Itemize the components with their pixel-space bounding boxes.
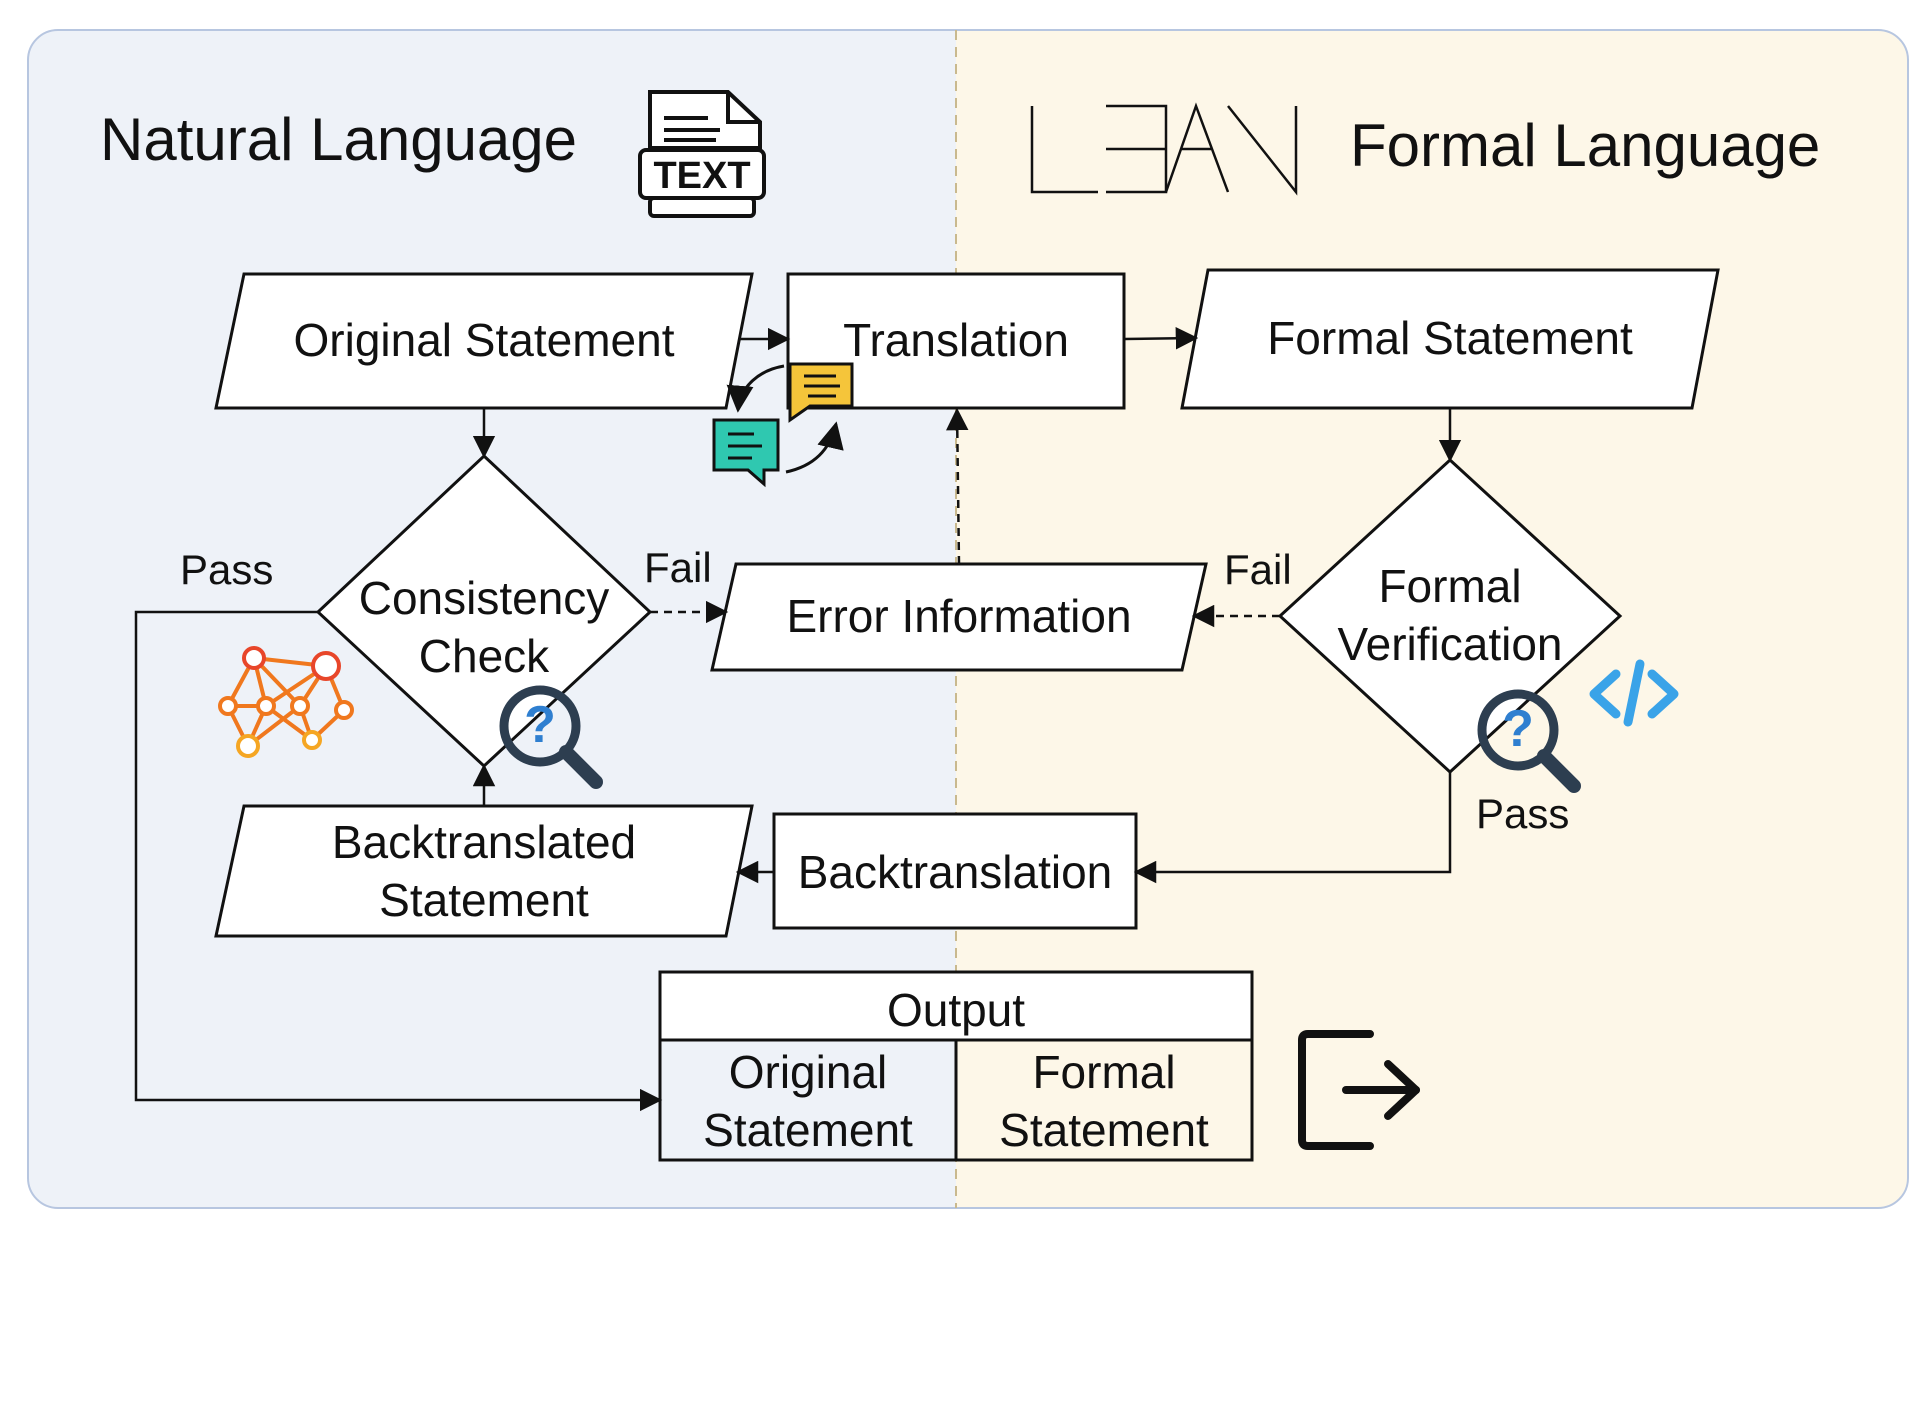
backtranslated-statement-label-line2: Statement [379,874,589,926]
error-information-node [710,562,1208,672]
output-original-line2: Statement [703,1104,913,1156]
curved-arrow-up-icon [785,421,844,474]
output-formal-line1: Formal [1032,1046,1175,1098]
backtranslation-label: Backtranslation [798,846,1113,898]
code-icon [1589,659,1679,727]
formal-language-header: Formal Language [1350,112,1820,179]
backtranslated-statement-label-line1: Backtranslated [332,816,636,868]
text-file-icon: TEXT [638,90,766,218]
panel-outline [27,29,1909,1209]
pass-left-label: Pass [180,546,273,593]
edge-translation-to-formal [1123,327,1199,350]
translation-label: Translation [843,314,1069,366]
formal-verification-label-line2: Verification [1337,618,1562,670]
fail-right-label: Fail [1224,546,1292,593]
neural-network-icon [218,646,354,758]
original-statement-label: Original Statement [294,314,675,366]
backtranslated-statement-node [214,804,754,938]
natural-language-header: Natural Language [100,106,577,173]
backtranslation-node [772,812,1138,930]
edge-error-to-translation [946,407,969,565]
output-original-line1: Original [729,1046,888,1098]
lean-logo [1030,102,1298,196]
original-statement-node [214,272,754,410]
formal-verification-label-line1: Formal [1378,560,1521,612]
pass-right-label: Pass [1476,790,1569,837]
output-formal-line2: Statement [999,1104,1209,1156]
magnifier-question-icon-left: ? [499,685,603,789]
magnifier-question-icon-right: ? [1477,689,1581,793]
curved-arrow-down-icon [726,364,785,413]
chat-yellow-icon [788,362,854,423]
error-information-label: Error Information [786,590,1131,642]
output-table: Output Original Statement Formal Stateme… [658,970,1254,1162]
svg-text:?: ? [1502,700,1534,758]
exit-icon [1298,1030,1420,1150]
consistency-check-label-line2: Check [419,630,550,682]
text-badge-label: TEXT [653,155,750,197]
formal-statement-node [1180,268,1720,410]
fail-left-label: Fail [644,544,712,591]
consistency-check-label-line1: Consistency [359,572,610,624]
svg-text:?: ? [524,696,556,754]
output-title: Output [887,984,1025,1036]
chat-teal-icon [712,418,780,488]
edge-verification-pass [1133,772,1452,884]
formal-statement-label: Formal Statement [1267,312,1633,364]
edges [134,327,1462,1112]
edge-consistency-pass [134,610,663,1112]
